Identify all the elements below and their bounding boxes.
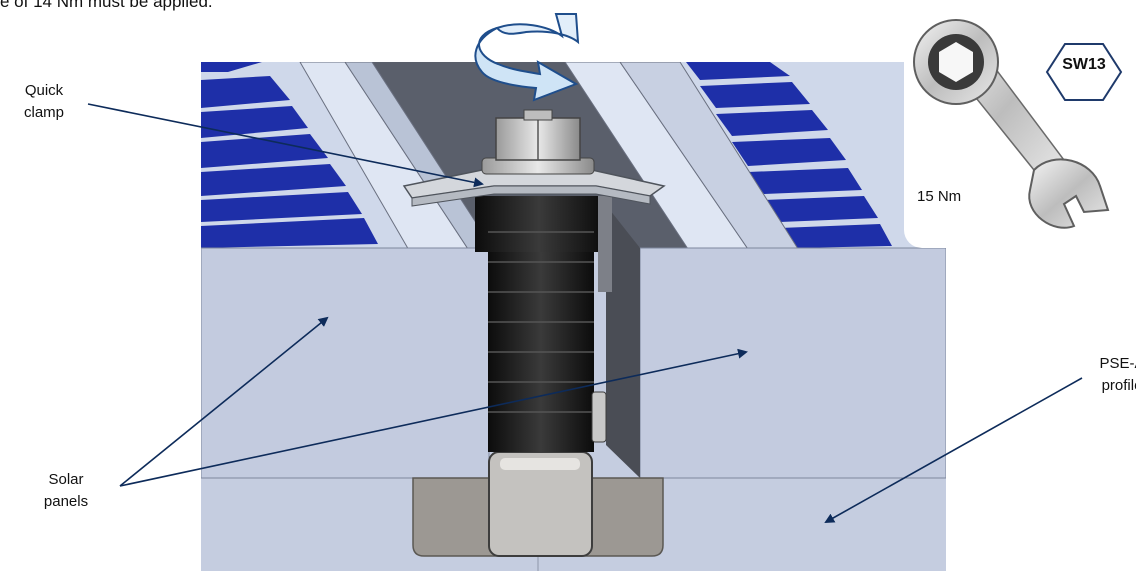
solar-panel-arrow-right — [119, 348, 748, 487]
torque-value: 15 Nm — [917, 188, 962, 205]
rotation-arrow-icon — [474, 13, 580, 102]
left-solar-cells — [201, 62, 410, 252]
rubber-gasket — [475, 196, 612, 452]
quick-clamp-part — [402, 109, 666, 207]
wrench-inset — [904, 0, 1136, 248]
pse-profile-label-line1: PSE-A — [1099, 355, 1136, 372]
pse-profile-arrow — [824, 377, 1083, 523]
solar-panels-label-line1: Solar — [48, 471, 84, 488]
scene — [201, 62, 946, 571]
quick-clamp-label-line1: Quick — [24, 82, 64, 99]
ratchet-wrench-icon — [913, 19, 1110, 229]
solar-panels-label: Solar panels — [30, 469, 102, 513]
wrench-size-label: SW13 — [1062, 56, 1106, 73]
quick-clamp-label: Quick clamp — [14, 80, 74, 124]
pse-profile-label-line2: profile — [1101, 377, 1136, 394]
quick-clamp-label-line2: clamp — [23, 104, 64, 121]
pse-profile-label: PSE-A profile — [1096, 353, 1136, 397]
solar-panel-arrow-left — [119, 316, 329, 487]
quick-clamp-arrow — [87, 103, 484, 188]
right-solar-cells — [686, 62, 892, 248]
solar-panels-label-line2: panels — [43, 493, 89, 510]
hex-size-badge-icon — [1045, 43, 1123, 101]
instruction-caption: e of 14 Nm must be applied. — [0, 0, 213, 11]
pointer-arrows — [87, 103, 1083, 523]
